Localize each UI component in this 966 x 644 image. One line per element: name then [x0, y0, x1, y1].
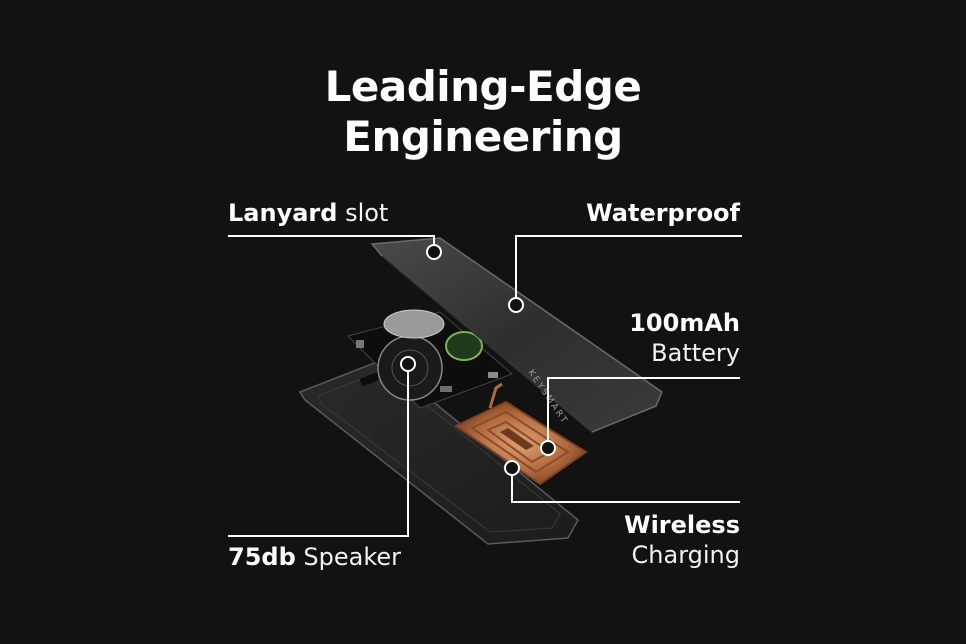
speaker-label: 75db Speaker: [228, 542, 401, 572]
headline-line-1: Leading-Edge: [324, 62, 642, 111]
speaker-rest: Speaker: [295, 543, 402, 571]
battery-dot: [540, 440, 556, 456]
waterproof-label: Waterproof: [586, 198, 740, 228]
wireless-charging-label: Wireless Charging: [624, 510, 740, 570]
lanyard-rest: slot: [337, 199, 389, 227]
speaker-bold: 75db: [228, 543, 296, 571]
lanyard-slot-label: Lanyard slot: [228, 198, 388, 228]
waterproof-dot: [508, 297, 524, 313]
speaker-dot: [400, 356, 416, 372]
battery-rest: Battery: [651, 339, 740, 367]
callout-dots: [400, 244, 556, 476]
metal-contact: [383, 309, 445, 339]
battery-bold: 100mAh: [629, 309, 740, 337]
headline-line-2: Engineering: [343, 112, 623, 161]
headline: Leading-Edge Engineering: [0, 62, 966, 162]
callout-lines: [228, 235, 742, 537]
battery-label: 100mAh Battery: [629, 308, 740, 368]
wireless-dot: [504, 460, 520, 476]
wireless-rest: Charging: [631, 541, 740, 569]
lanyard-dot: [426, 244, 442, 260]
waterproof-bold: Waterproof: [586, 199, 740, 227]
wireless-bold: Wireless: [624, 511, 740, 539]
circuit-board: [347, 309, 513, 409]
green-chip: [445, 331, 483, 361]
charging-coil: [454, 382, 588, 486]
lanyard-bold: Lanyard: [228, 199, 338, 227]
